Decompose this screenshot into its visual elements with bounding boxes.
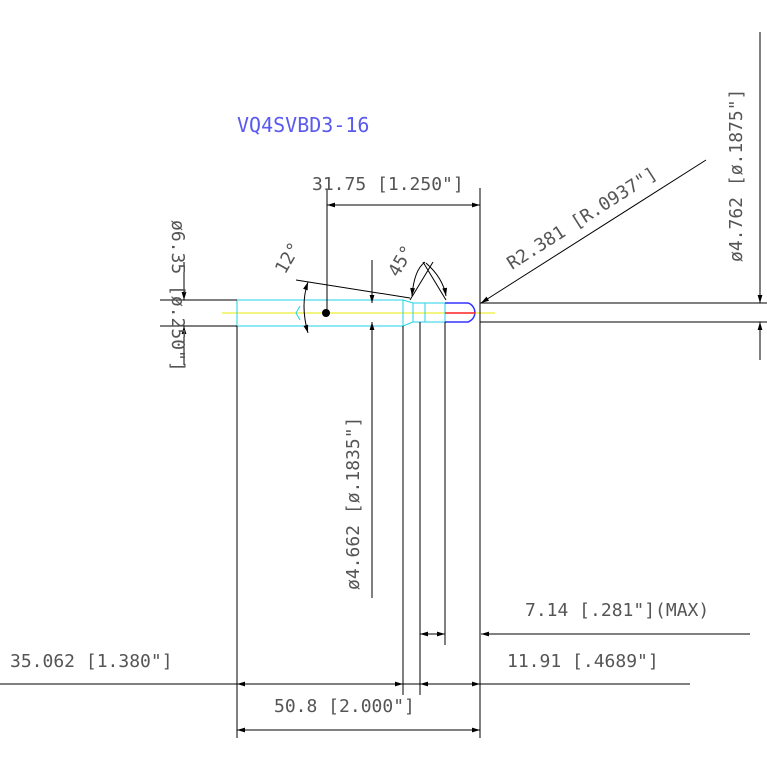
dim-ball-diameter: ø4.762 [ø.1875"] bbox=[726, 32, 763, 360]
dim-taper-angle: 12° bbox=[271, 239, 309, 334]
svg-text:ø4.662 [ø.1835"]: ø4.662 [ø.1835"] bbox=[343, 417, 364, 590]
dim-shank-diameter: ø6.35 [ø.250"] bbox=[167, 220, 188, 372]
svg-text:45°: 45° bbox=[384, 242, 418, 281]
dim-shank-and-cut-length: 35.062 [1.380"] 11.91 [.4689"] bbox=[0, 651, 690, 687]
dim-ball-radius: R2.381 [R.0937"] bbox=[480, 159, 707, 304]
tool-body bbox=[222, 299, 495, 327]
svg-text:12°: 12° bbox=[271, 239, 305, 278]
svg-text:50.8 [2.000"]: 50.8 [2.000"] bbox=[274, 696, 415, 717]
taper-hint bbox=[295, 305, 301, 321]
svg-text:35.062 [1.380"]: 35.062 [1.380"] bbox=[10, 651, 173, 672]
svg-text:31.75 [1.250"]: 31.75 [1.250"] bbox=[312, 174, 464, 195]
svg-text:ø4.762 [ø.1875"]: ø4.762 [ø.1875"] bbox=[726, 89, 747, 262]
dim-ball-center-length: 31.75 [1.250"] bbox=[312, 174, 480, 208]
svg-text:11.91 [.4689"]: 11.91 [.4689"] bbox=[507, 651, 659, 672]
part-number-title: VQ4SVBD3-16 bbox=[237, 113, 369, 137]
svg-text:ø6.35 [ø.250"]: ø6.35 [ø.250"] bbox=[167, 220, 188, 372]
dim-overall-length: 50.8 [2.000"] bbox=[237, 696, 480, 733]
shank-outline bbox=[236, 299, 404, 327]
dim-neck-diameter: ø4.662 [ø.1835"] bbox=[343, 260, 375, 590]
dim-chamfer-angle: 45° bbox=[384, 242, 448, 301]
center-mark-dot bbox=[322, 309, 330, 317]
dim-neck-length: 7.14 [.281"](MAX) bbox=[420, 600, 750, 637]
extension-lines bbox=[160, 188, 767, 738]
svg-text:7.14 [.281"](MAX): 7.14 [.281"](MAX) bbox=[525, 600, 709, 621]
svg-text:R2.381 [R.0937"]: R2.381 [R.0937"] bbox=[503, 163, 661, 274]
